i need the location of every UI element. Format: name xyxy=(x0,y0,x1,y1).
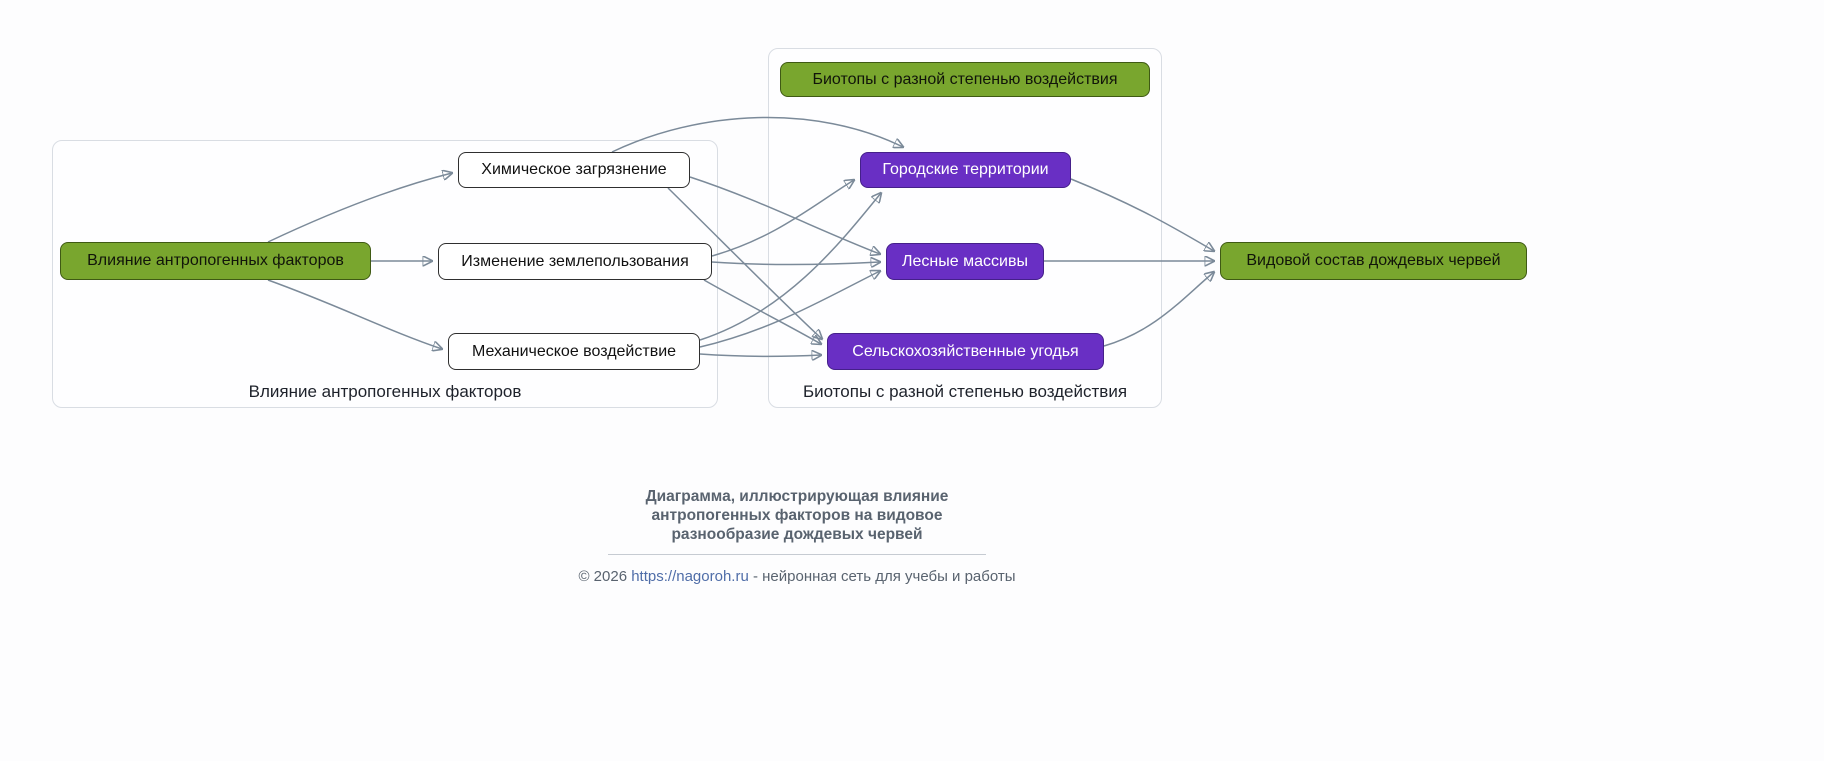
group-label-factors: Влияние антропогенных факторов xyxy=(248,382,522,401)
node-biotopes-title: Биотопы с разной степенью воздействия xyxy=(780,62,1150,97)
footer-tagline: - нейронная сеть для учебы и работы xyxy=(748,568,1016,585)
caption-line-2: антропогенных факторов на видовое xyxy=(651,507,943,524)
footer-copyright: © 2026 xyxy=(578,568,632,585)
caption-line-3: разнообразие дождевых червей xyxy=(671,526,923,543)
node-urban-territories: Городские территории xyxy=(860,152,1071,188)
node-chemical-pollution: Химическое загрязнение xyxy=(458,152,690,188)
caption-divider xyxy=(608,554,986,555)
node-anthropogenic-factors: Влияние антропогенных факторов xyxy=(60,242,371,280)
caption-block: Диаграмма, иллюстрирующая влияние антроп… xyxy=(497,487,1097,555)
node-earthworm-species: Видовой состав дождевых червей xyxy=(1220,242,1527,280)
caption-line-1: Диаграмма, иллюстрирующая влияние xyxy=(645,488,949,505)
footer-link[interactable]: https://nagoroh.ru xyxy=(631,568,749,585)
node-forest-massifs: Лесные массивы xyxy=(886,243,1044,280)
group-label-biotopes: Биотопы с разной степенью воздействия xyxy=(802,382,1128,401)
node-mechanical-impact: Механическое воздействие xyxy=(448,333,700,370)
footer: © 2026 https://nagoroh.ru - нейронная се… xyxy=(497,568,1097,586)
node-agricultural-lands: Сельскохозяйственные угодья xyxy=(827,333,1104,370)
node-land-use-change: Изменение землепользования xyxy=(438,243,712,280)
